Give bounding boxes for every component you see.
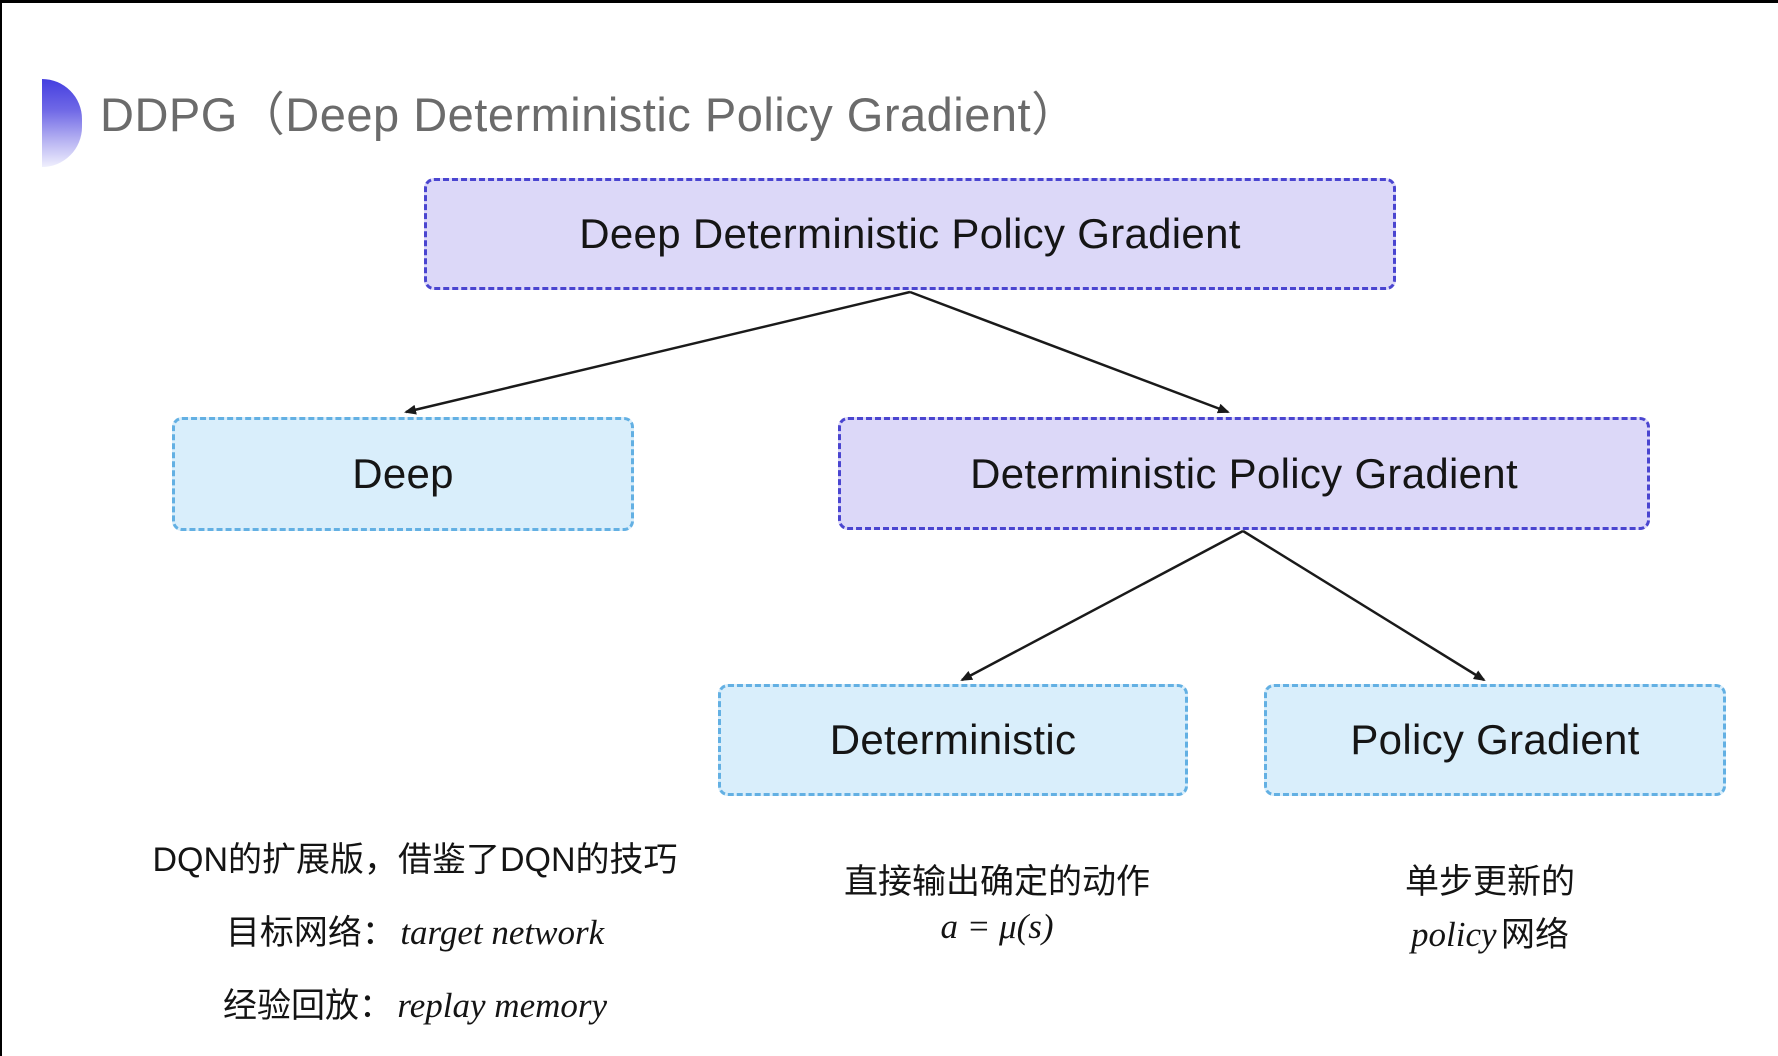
edge-dpg-policy-gradient bbox=[1242, 529, 1486, 682]
node-label: Policy Gradient bbox=[1350, 716, 1640, 763]
node-label: Deterministic bbox=[829, 716, 1077, 763]
note-policy-line1: 单步更新的 bbox=[1405, 863, 1575, 901]
target-network-label: 目标网络： bbox=[225, 914, 396, 952]
page-title: DDPG（Deep Deterministic Policy Gradient） bbox=[100, 88, 1079, 141]
left-border-line bbox=[0, 0, 2, 1056]
node-label: Deep bbox=[352, 450, 454, 497]
replay-memory-label: 经验回放： bbox=[222, 987, 393, 1025]
note-deep-line1: DQN的扩展版，借鉴了DQN的技巧 bbox=[152, 841, 678, 879]
mu-formula: a = μ(s) bbox=[940, 907, 1054, 946]
node-deterministic: Deterministic bbox=[718, 684, 1188, 796]
target-network-term: target network bbox=[400, 913, 605, 952]
note-deep: DQN的扩展版，借鉴了DQN的技巧 目标网络： target network 经… bbox=[110, 832, 720, 1051]
node-label: Deterministic Policy Gradient bbox=[970, 449, 1518, 497]
edge-root-dpg bbox=[909, 290, 1230, 414]
note-policy-gradient: 单步更新的 policy 网络 bbox=[1290, 854, 1690, 960]
node-label: Deep Deterministic Policy Gradient bbox=[579, 210, 1241, 257]
note-deterministic-formula: a = μ(s) bbox=[797, 907, 1197, 947]
note-deterministic-line1: 直接输出确定的动作 bbox=[844, 863, 1150, 901]
top-border-line bbox=[0, 0, 1778, 3]
note-deterministic: 直接输出确定的动作 a = μ(s) bbox=[797, 854, 1197, 951]
node-policy-gradient: Policy Gradient bbox=[1264, 684, 1726, 796]
note-deep-line3: 经验回放： replay memory bbox=[110, 978, 720, 1027]
edge-root-deep bbox=[404, 290, 911, 415]
node-deep: Deep bbox=[172, 417, 634, 531]
policy-term: policy bbox=[1411, 915, 1497, 954]
edge-dpg-deterministic bbox=[960, 529, 1244, 682]
node-deep-deterministic-policy-gradient: Deep Deterministic Policy Gradient bbox=[424, 178, 1396, 290]
network-label: 网络 bbox=[1500, 916, 1569, 954]
note-deep-line2: 目标网络： target network bbox=[110, 905, 720, 954]
node-deterministic-policy-gradient: Deterministic Policy Gradient bbox=[838, 417, 1650, 530]
title-bullet-icon bbox=[42, 79, 82, 167]
note-policy-line2: policy 网络 bbox=[1290, 907, 1690, 956]
replay-memory-term: replay memory bbox=[397, 986, 608, 1025]
